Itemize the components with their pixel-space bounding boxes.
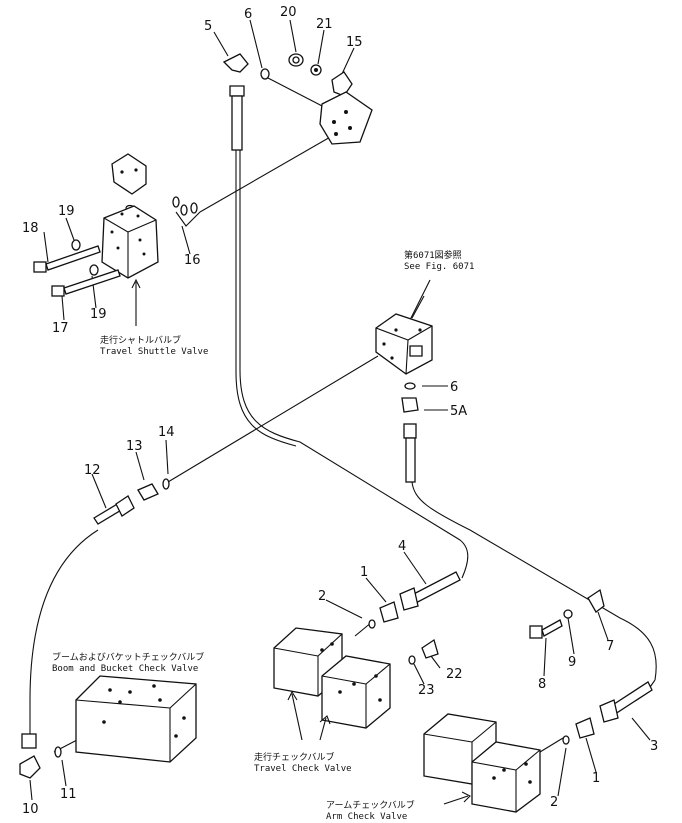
o-ring-6b bbox=[404, 382, 416, 390]
washer-19b bbox=[89, 264, 99, 276]
fitting-5a bbox=[401, 397, 419, 483]
callout-6b: 6 bbox=[450, 380, 458, 395]
callout-10: 10 bbox=[22, 802, 39, 817]
captions: 走行シャトルバルブ Travel Shuttle Valve 第6071図参照 … bbox=[52, 249, 474, 822]
o-ring-2b bbox=[562, 735, 570, 745]
fitting-1b bbox=[575, 717, 595, 739]
callout-4: 4 bbox=[398, 539, 406, 554]
callout-2b: 2 bbox=[550, 795, 558, 810]
bolt-17 bbox=[51, 269, 121, 297]
bolt-8 bbox=[529, 619, 563, 639]
callout-18: 18 bbox=[22, 221, 39, 236]
center-valve bbox=[375, 313, 433, 375]
line-center-14 bbox=[167, 355, 379, 483]
see-fig-caption-en: See Fig. 6071 bbox=[404, 262, 474, 272]
callout-9: 9 bbox=[568, 655, 576, 670]
o-ring-14 bbox=[162, 478, 170, 490]
arm-check-caption-jp: アームチェックバルブ bbox=[326, 799, 415, 811]
callout-1a: 1 bbox=[360, 565, 368, 580]
boom-bucket-caption-jp: ブームおよびバケットチェックバルブ bbox=[52, 651, 204, 663]
leader-2b bbox=[539, 737, 564, 753]
callout-21: 21 bbox=[316, 17, 333, 32]
nut-20 bbox=[288, 53, 304, 67]
line-shuttle-block bbox=[199, 135, 333, 213]
elbow-fitting-5 bbox=[222, 53, 249, 151]
hose-line-5-b bbox=[235, 150, 297, 447]
clip-7 bbox=[587, 588, 605, 613]
callout-22: 22 bbox=[446, 667, 463, 682]
travel-check-valve-b bbox=[321, 655, 391, 729]
travel-check-caption-jp: 走行チェックバルブ bbox=[254, 751, 335, 763]
travel-check-caption-en: Travel Check Valve bbox=[254, 764, 352, 774]
adapter-13 bbox=[137, 483, 159, 501]
callout-20: 20 bbox=[280, 5, 297, 20]
boom-bucket-check-valve bbox=[75, 675, 197, 763]
elbow-15 bbox=[331, 71, 353, 97]
caption-arrows bbox=[131, 278, 471, 805]
hose-line-5a bbox=[411, 481, 657, 681]
callout-5a: 5A bbox=[450, 404, 467, 419]
callout-5: 5 bbox=[204, 19, 212, 34]
callout-leaders bbox=[29, 19, 651, 801]
hose-end-3 bbox=[599, 681, 653, 723]
arm-check-caption-en: Arm Check Valve bbox=[326, 812, 407, 822]
callout-23: 23 bbox=[418, 683, 435, 698]
callout-15: 15 bbox=[346, 35, 363, 50]
callout-12: 12 bbox=[84, 463, 101, 478]
callout-3: 3 bbox=[650, 739, 658, 754]
fitting-21 bbox=[310, 64, 322, 76]
see-fig-caption-jp: 第6071図参照 bbox=[404, 249, 462, 261]
callout-1b: 1 bbox=[592, 771, 600, 786]
hose-line-5 bbox=[239, 150, 469, 579]
callout-16: 16 bbox=[184, 253, 201, 268]
hose-line-12 bbox=[29, 529, 99, 735]
boom-bucket-caption-en: Boom and Bucket Check Valve bbox=[52, 664, 198, 674]
bracket bbox=[111, 153, 147, 195]
callout-14: 14 bbox=[158, 425, 175, 440]
callout-2a: 2 bbox=[318, 589, 326, 604]
callout-19a: 19 bbox=[58, 204, 75, 219]
manifold-block-15 bbox=[319, 91, 373, 145]
callout-11: 11 bbox=[60, 787, 77, 802]
hose-lines bbox=[29, 77, 657, 753]
travel-shuttle-caption-jp: 走行シャトルバルブ bbox=[100, 334, 181, 346]
fitting-1a bbox=[379, 601, 399, 623]
callout-6: 6 bbox=[244, 7, 252, 22]
travel-shuttle-valve bbox=[101, 205, 159, 279]
o-rings-16 bbox=[172, 196, 201, 227]
hose-end-4 bbox=[399, 571, 461, 611]
washer-9 bbox=[563, 609, 573, 619]
callout-7: 7 bbox=[606, 639, 614, 654]
washer-19a bbox=[71, 239, 81, 251]
callout-19b: 19 bbox=[90, 307, 107, 322]
callout-8: 8 bbox=[538, 677, 546, 692]
o-ring-2a bbox=[368, 619, 376, 629]
callout-numbers: 5 6 20 21 15 19 18 16 17 19 6 5A 12 13 1… bbox=[22, 5, 658, 817]
hose-end-12 bbox=[93, 495, 135, 525]
callout-17: 17 bbox=[52, 321, 69, 336]
bolt-18 bbox=[33, 245, 101, 273]
plug-22 bbox=[421, 638, 439, 659]
travel-shuttle-caption-en: Travel Shuttle Valve bbox=[100, 347, 208, 357]
o-ring-11 bbox=[54, 746, 62, 758]
arm-check-valve-b bbox=[471, 741, 541, 813]
line-6-block bbox=[267, 77, 327, 109]
o-ring-6 bbox=[260, 68, 270, 80]
o-ring-23 bbox=[408, 655, 416, 665]
elbow-10 bbox=[19, 733, 41, 779]
callout-13: 13 bbox=[126, 439, 143, 454]
